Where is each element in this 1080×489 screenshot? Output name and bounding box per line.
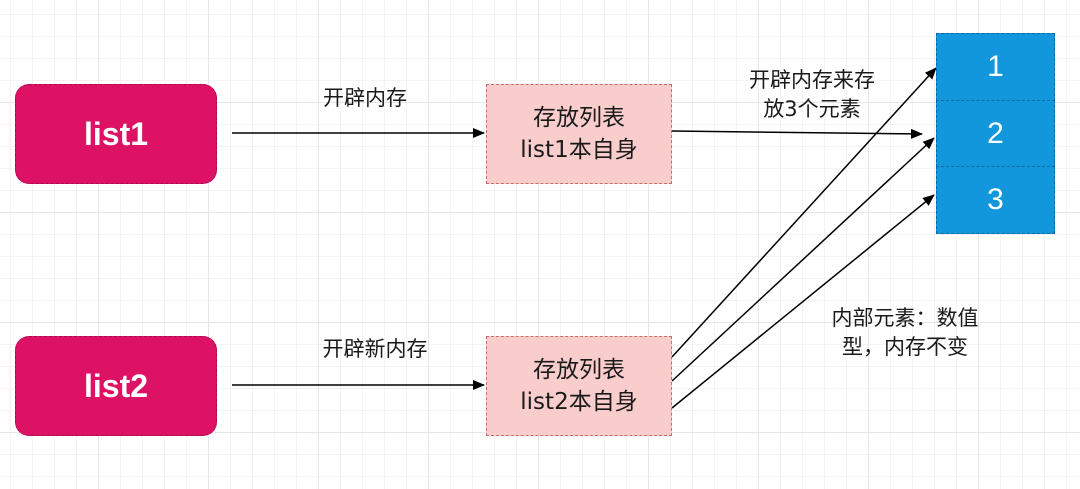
arrow-box1-to-elements (671, 128, 923, 139)
label-note-immutable: 内部元素：数值 型，内存不变 (800, 304, 1010, 363)
label-alloc-elements-line2: 放3个元素 (763, 97, 861, 122)
label-note-line2: 型，内存不变 (842, 335, 968, 360)
list1-box-line1: 存放列表 (532, 104, 625, 131)
list1-box-line2: list1本自身 (520, 137, 638, 163)
list1-object-box: 存放列表 list1本自身 (486, 84, 672, 184)
element-cell-1: 1 (936, 33, 1055, 101)
label-alloc-memory: 开辟内存 (323, 86, 407, 110)
label-alloc-elements-line1: 开辟内存来存 (749, 68, 875, 92)
label-alloc-elements: 开辟内存来存 放3个元素 (722, 66, 902, 125)
variable-list2: list2 (15, 336, 217, 436)
element-cell-2: 2 (936, 100, 1055, 167)
list2-box-line1: 存放列表 (532, 356, 625, 383)
label-note-line1: 内部元素：数值 (831, 306, 979, 330)
element-cell-3: 3 (936, 166, 1055, 234)
arrow-box2-to-element-1 (671, 67, 937, 358)
arrow-box2-to-element-2 (671, 137, 935, 382)
list2-box-line2: list2本自身 (520, 389, 638, 415)
arrow-box2-to-element-3 (671, 194, 935, 409)
variable-list1: list1 (15, 84, 217, 184)
label-alloc-new-memory: 开辟新内存 (322, 337, 428, 361)
list2-object-box: 存放列表 list2本自身 (486, 336, 672, 436)
